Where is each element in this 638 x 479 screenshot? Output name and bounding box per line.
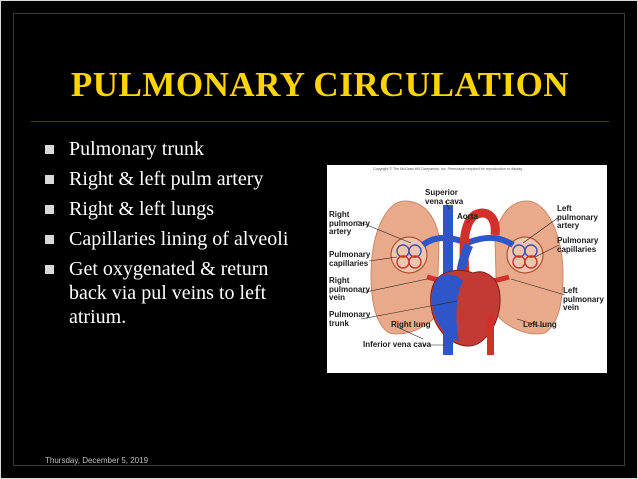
label-right-pulmonary-artery: Right pulmonary artery <box>329 210 370 236</box>
leader-lines <box>356 200 566 346</box>
bullet-square-icon <box>45 175 54 184</box>
bullet-item: Right & left lungs <box>45 197 295 221</box>
label-left-pulmonary-vein: Left pulmonary vein <box>563 286 604 312</box>
slide-frame <box>13 13 625 466</box>
bullet-item: Right & left pulm artery <box>45 167 295 191</box>
right-alveoli-cluster <box>390 236 428 274</box>
label-pulmonary-capillaries-left: Pulmonary capillaries <box>557 236 599 254</box>
bullet-list: Pulmonary trunk Right & left pulm artery… <box>45 137 295 335</box>
inferior-vena-cava-vessel <box>443 329 453 355</box>
descending-aorta-vessel <box>487 315 494 355</box>
superior-vena-cava-vessel <box>443 205 453 275</box>
label-left-lung: Left lung <box>523 320 557 329</box>
slide-title: PULMONARY CIRCULATION <box>70 65 570 104</box>
bullet-text: Pulmonary trunk <box>69 138 204 160</box>
label-aorta: Aorta <box>457 212 478 221</box>
footer-date: Thursday, December 5, 2019 <box>45 456 149 465</box>
label-pulmonary-capillaries-right: Pulmonary capillaries <box>329 250 371 268</box>
figure-copyright: Copyright © The McGraw-Hill Companies, I… <box>373 167 523 171</box>
bullet-text: Get oxygenated & return back via pul vei… <box>69 258 269 328</box>
label-left-pulmonary-artery: Left pulmonary artery <box>557 204 598 230</box>
bullet-square-icon <box>45 205 54 214</box>
bullet-text: Right & left pulm artery <box>69 168 264 190</box>
heart-lungs-illustration <box>356 200 566 355</box>
label-superior-vena-cava: Superior vena cava <box>425 188 464 206</box>
title-divider <box>31 121 609 122</box>
heart-right-side-shape <box>431 274 463 341</box>
bullet-item: Capillaries lining of alveoli <box>45 227 295 251</box>
bullet-square-icon <box>45 265 54 274</box>
pulmonary-circulation-figure: Copyright © The McGraw-Hill Companies, I… <box>327 165 607 373</box>
label-right-lung: Right lung <box>391 320 431 329</box>
bullet-text: Capillaries lining of alveoli <box>69 228 289 250</box>
bullet-square-icon <box>45 145 54 154</box>
label-pulmonary-trunk: Pulmonary trunk <box>329 310 371 328</box>
bullet-item: Get oxygenated & return back via pul vei… <box>45 257 295 329</box>
left-pulmonary-artery-vessel <box>465 235 515 248</box>
left-alveoli-cluster <box>506 236 544 274</box>
bullet-text: Right & left lungs <box>69 198 214 220</box>
label-right-pulmonary-vein: Right pulmonary vein <box>329 276 370 302</box>
label-inferior-vena-cava: Inferior vena cava <box>363 340 432 349</box>
bullet-item: Pulmonary trunk <box>45 137 295 161</box>
bullet-square-icon <box>45 235 54 244</box>
